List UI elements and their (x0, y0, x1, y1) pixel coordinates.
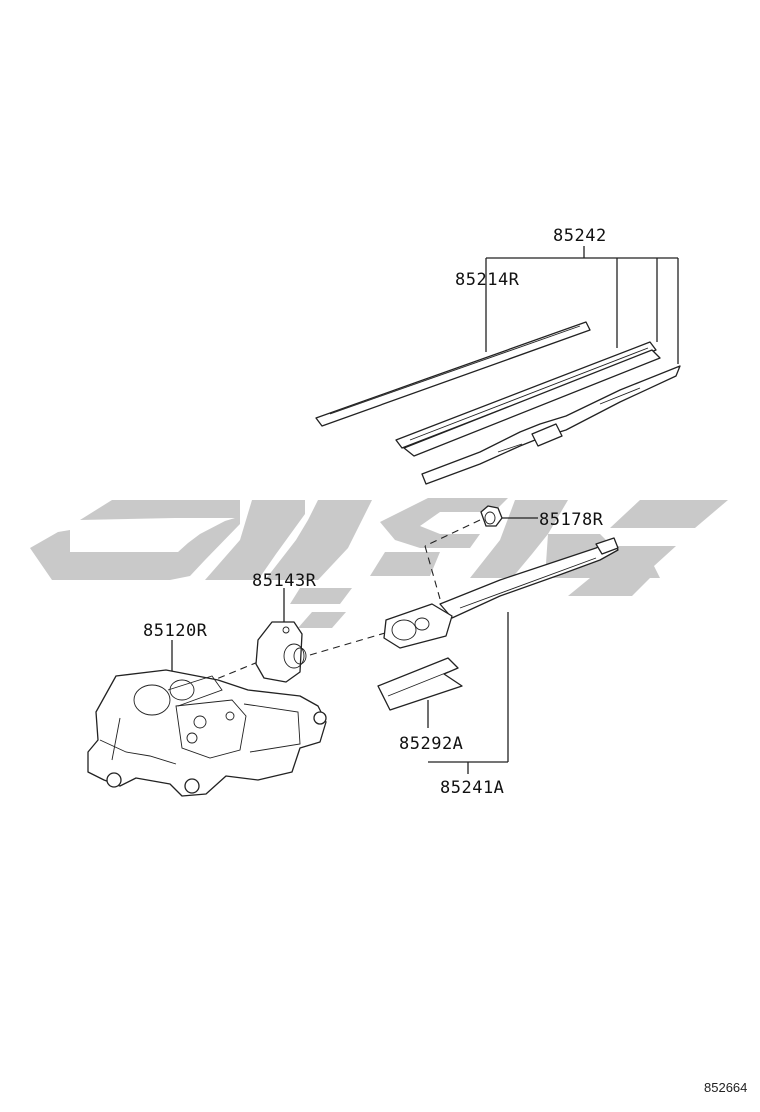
wiper-blade-assembly (395, 341, 681, 485)
part-number-label: 85292A (399, 734, 463, 754)
wiper-motor (87, 669, 327, 797)
leader-lines (171, 246, 679, 774)
arm-cover (377, 657, 463, 711)
nut-part (480, 505, 503, 527)
wiper-arm (383, 537, 619, 649)
diagram-reference-number: 852664 (704, 1080, 747, 1095)
part-number-label: 85178R (539, 510, 604, 530)
motor-cap (255, 621, 307, 683)
part-number-label: 85242 (553, 226, 607, 246)
assembly-dashed-lines (213, 519, 481, 681)
wiper-rubber-insert (315, 321, 591, 427)
part-number-label: 85241A (440, 778, 504, 798)
watermark-logo (30, 498, 728, 628)
part-number-label: 85214R (455, 270, 520, 290)
part-number-label: 85120R (143, 621, 208, 641)
part-number-label: 85143R (252, 571, 317, 591)
